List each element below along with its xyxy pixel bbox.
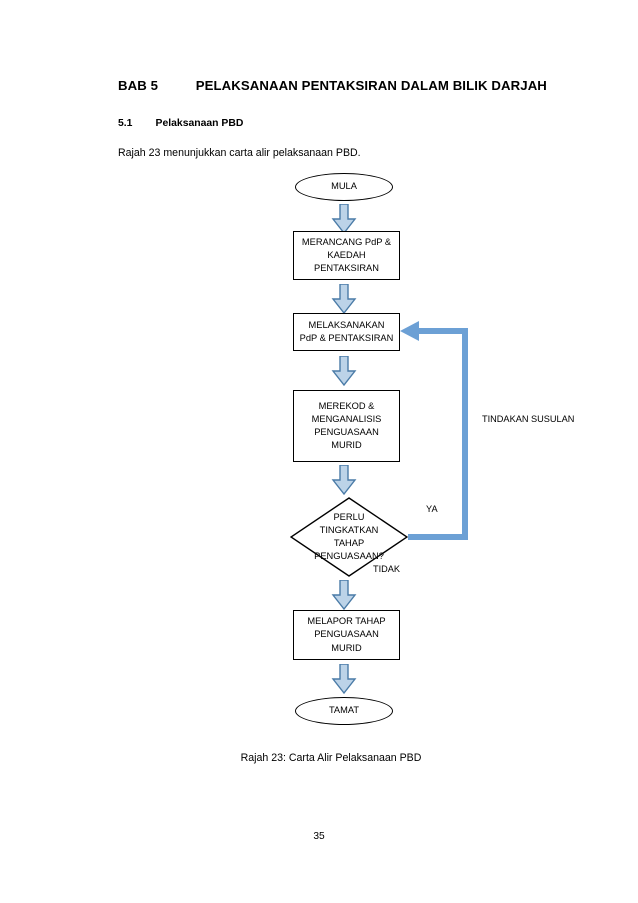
intro-paragraph: Rajah 23 menunjukkan carta alir pelaksan… xyxy=(118,147,361,159)
flow-node-plan: MERANCANG PdP & KAEDAH PENTAKSIRAN xyxy=(293,231,400,280)
flow-node-record-label: MEREKOD & MENGANALISIS PENGUASAAN MURID xyxy=(311,400,382,451)
flow-node-start: MULA xyxy=(295,173,393,201)
arrow-down-icon xyxy=(331,664,357,694)
edge-label-no: TIDAK xyxy=(373,564,401,574)
page-number: 35 xyxy=(313,831,325,842)
flow-node-end: TAMAT xyxy=(295,697,393,725)
section-heading: 5.1 Pelaksanaan PBD xyxy=(118,118,244,129)
flowchart-diagram: MULA MERANCANG PdP & KAEDAH PENTAKSIRAN … xyxy=(0,160,638,740)
flow-node-execute-label: MELAKSANAKAN PdP & PENTAKSIRAN xyxy=(299,319,394,343)
edge-label-yes: YA xyxy=(426,504,438,514)
flow-node-record: MEREKOD & MENGANALISIS PENGUASAAN MURID xyxy=(293,390,400,462)
diamond-shape-icon xyxy=(290,497,408,577)
flow-node-start-label: MULA xyxy=(331,181,357,192)
flow-node-end-label: TAMAT xyxy=(328,705,360,716)
flow-node-decision-label: PERLU TINGKATKAN TAHAP PENGUASAAN? xyxy=(314,511,384,562)
chapter-heading: BAB 5 PELAKSANAAN PENTAKSIRAN DALAM BILI… xyxy=(118,78,547,93)
figure-caption: Rajah 23: Carta Alir Pelaksanaan PBD xyxy=(240,752,422,764)
arrow-down-icon xyxy=(331,204,357,234)
flow-node-report: MELAPOR TAHAP PENGUASAAN MURID xyxy=(293,610,400,660)
edge-label-followup: TINDAKAN SUSULAN xyxy=(482,414,575,424)
arrow-down-icon xyxy=(331,580,357,610)
arrow-down-icon xyxy=(331,465,357,495)
flow-node-report-label: MELAPOR TAHAP PENGUASAAN MURID xyxy=(307,616,386,653)
flow-node-decision: PERLU TINGKATKAN TAHAP PENGUASAAN? xyxy=(290,497,408,577)
flow-node-execute: MELAKSANAKAN PdP & PENTAKSIRAN xyxy=(293,313,400,351)
arrow-down-icon xyxy=(331,284,357,314)
flow-node-plan-label: MERANCANG PdP & KAEDAH PENTAKSIRAN xyxy=(301,236,392,274)
arrow-down-icon xyxy=(331,356,357,386)
